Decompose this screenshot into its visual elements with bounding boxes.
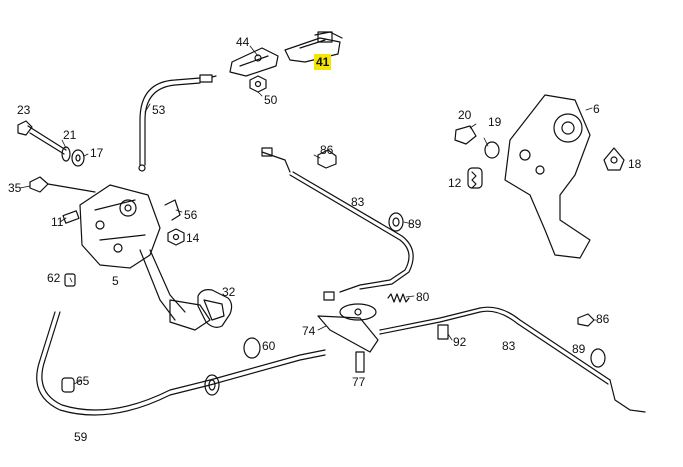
part-83-rod-b [379, 306, 646, 413]
callout-6: 6 [593, 102, 600, 116]
part-50-nut [249, 75, 267, 93]
part-23-bolt [17, 120, 67, 155]
part-14-nut [167, 228, 185, 246]
part-11-switch [62, 210, 80, 224]
part-86-bolt-b [577, 313, 595, 327]
part-86-bolt-a [317, 149, 337, 169]
callout-60: 60 [262, 339, 276, 353]
callout-21: 21 [63, 128, 77, 142]
part-5-pedal-bracket [79, 184, 211, 331]
part-77-bolt [355, 351, 365, 373]
callout-35: 35 [8, 181, 22, 195]
callout-11: 11 [51, 215, 64, 229]
callout-83-lower: 83 [502, 339, 516, 353]
part-74-mechanism [317, 291, 379, 353]
part-59-cable [36, 311, 326, 416]
part-89-grommet-b [590, 348, 606, 368]
callout-20: 20 [458, 108, 472, 122]
part-41-bracket [284, 31, 343, 63]
callout-12: 12 [448, 176, 462, 190]
part-56-clip [164, 199, 181, 221]
part-21-washer [61, 146, 71, 162]
callout-18: 18 [628, 157, 642, 171]
part-62-plug [64, 273, 76, 287]
callout-5: 5 [112, 274, 119, 288]
part-17-bushing [71, 149, 85, 167]
callout-62: 62 [47, 271, 61, 285]
part-6-assembly [504, 94, 591, 259]
part-44-switch [229, 47, 279, 77]
part-12-spring [467, 167, 483, 189]
callout-74: 74 [302, 324, 316, 338]
callout-89-right: 89 [572, 342, 586, 356]
callout-41-highlighted: 41 [314, 54, 332, 70]
part-83-rod-a [261, 147, 414, 293]
callout-86-right: 86 [596, 312, 610, 326]
callout-17: 17 [90, 146, 104, 160]
leader-lines [19, 45, 597, 385]
part-19-bushing [484, 141, 500, 159]
callout-32: 32 [222, 285, 236, 299]
callout-53: 53 [152, 103, 166, 117]
part-65-clip [61, 377, 75, 393]
part-80-spring [387, 293, 410, 303]
callout-44: 44 [236, 35, 250, 49]
callout-77: 77 [352, 375, 366, 389]
callout-56: 56 [184, 208, 198, 222]
part-53-cable [138, 74, 213, 172]
part-35-bolt [29, 176, 96, 193]
callout-23: 23 [17, 103, 31, 117]
callout-86-top: 86 [320, 143, 334, 157]
part-18-bushing [603, 147, 625, 171]
callout-50: 50 [264, 93, 278, 107]
part-20-pin [454, 125, 477, 145]
callout-80: 80 [416, 290, 430, 304]
part-32-pad [197, 289, 233, 328]
part-89-grommet-a [388, 212, 404, 232]
callout-59: 59 [74, 430, 88, 444]
part-92-clip [437, 324, 449, 340]
callout-19: 19 [488, 115, 502, 129]
callout-89-upper: 89 [408, 217, 422, 231]
callout-92: 92 [453, 335, 467, 349]
callout-65: 65 [76, 374, 90, 388]
part-60-grommet [243, 337, 261, 359]
callout-83-upper: 83 [351, 195, 365, 209]
callout-14: 14 [186, 231, 200, 245]
